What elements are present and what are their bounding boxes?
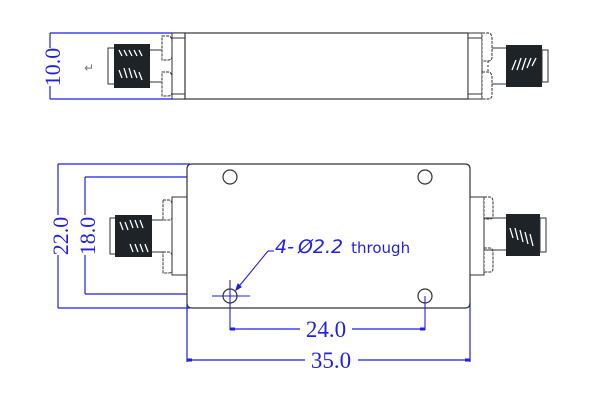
bottom-view-body [186, 163, 471, 309]
dimension-22-label: 22.0 [48, 217, 73, 256]
dimension-35 [186, 303, 471, 362]
left-sma-connector-bottom [109, 196, 188, 276]
hole-note-leader [235, 250, 274, 292]
hole-top-right [417, 169, 433, 185]
top-view: 10.0 ↵ [40, 32, 549, 100]
return-mark: ↵ [84, 61, 94, 75]
dimension-35-label: 35.0 [311, 348, 351, 373]
dimension-10-label: 10.0 [40, 48, 65, 87]
dimension-22 [57, 163, 190, 309]
right-sma-connector-top [467, 32, 549, 100]
top-view-body [184, 32, 469, 100]
dimension-24-label: 24.0 [306, 317, 346, 342]
left-sma-connector-top [107, 32, 186, 100]
dimension-10 [49, 32, 185, 100]
right-sma-connector-bottom [469, 196, 547, 276]
dimension-18-label: 18.0 [75, 217, 100, 256]
bottom-view: 22.0 18.0 [48, 163, 547, 373]
hole-top-left [222, 169, 238, 185]
dimension-24 [230, 327, 425, 331]
